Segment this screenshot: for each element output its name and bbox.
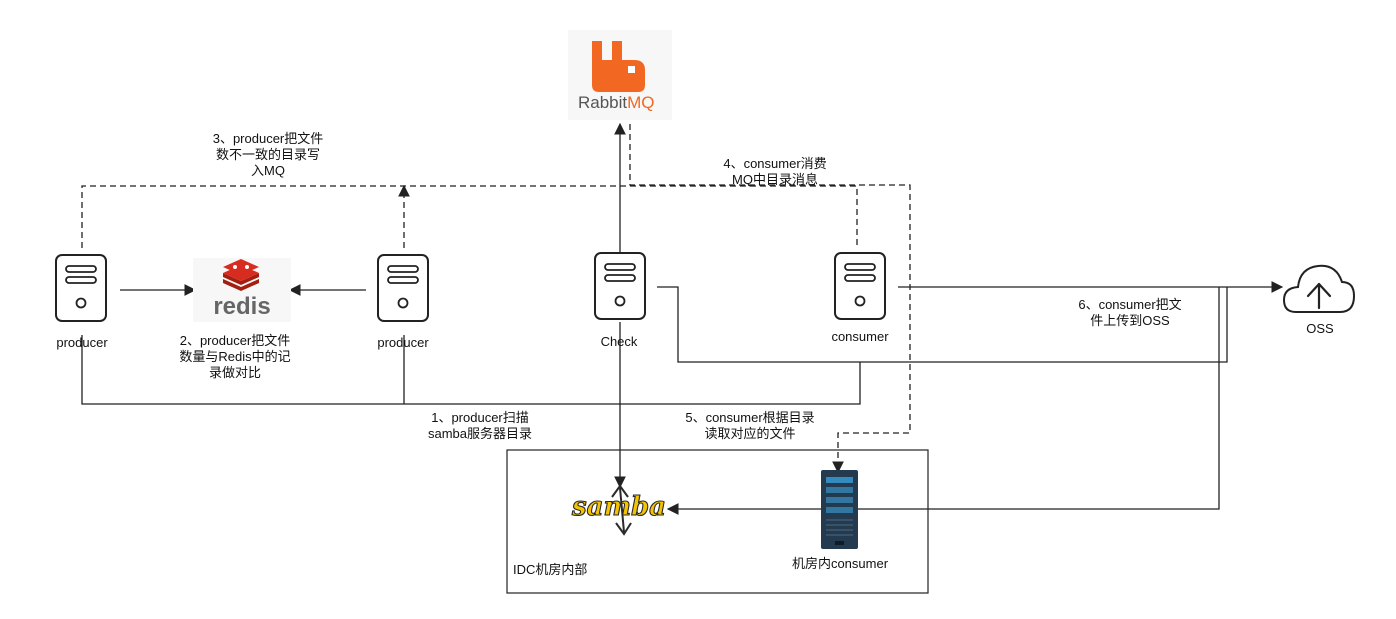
idc-consumer-rack-icon [821, 470, 858, 549]
oss-cloud-icon [1282, 264, 1356, 313]
step-2-label: 2、producer把文件 数量与Redis中的记 录做对比 [179, 333, 291, 380]
samba-logo: samba [570, 484, 667, 536]
redis-wordmark: redis [213, 293, 270, 320]
oss-label: OSS [1306, 321, 1334, 336]
step-6-label: 6、consumer把文 件上传到OSS [1078, 297, 1182, 328]
idc-room-box [506, 449, 929, 594]
step-5-label: 5、consumer根据目录 读取对应的文件 [685, 410, 815, 441]
consumer-label: consumer [831, 329, 889, 344]
check-label: Check [600, 334, 638, 349]
producer-right-server-icon [377, 254, 429, 322]
idc-room-label: IDC机房内部 [513, 562, 588, 577]
samba-wordmark: samba [571, 492, 666, 522]
step-4-label: 4、consumer消费 MQ中目录消息 [723, 156, 827, 187]
step-1-label: 1、producer扫描 samba服务器目录 [427, 410, 533, 441]
idc-consumer-to-oss-connector [869, 287, 1220, 510]
producer-to-mq-dashed [81, 186, 858, 248]
scan-connector [81, 335, 861, 405]
step-3-label: 3、producer把文件 数不一致的目录写 入MQ [212, 131, 324, 178]
mq-to-consumer-dashed [629, 124, 911, 474]
rabbitmq-logo: RabbitMQ [568, 30, 672, 120]
consumer-server-icon [834, 252, 886, 320]
redis-logo: redis [193, 258, 291, 322]
producer-left-label: producer [56, 335, 108, 350]
rabbitmq-wordmark-mq: MQ [627, 93, 654, 112]
producer-right-label: producer [377, 335, 429, 350]
check-to-oss-connector [657, 286, 1228, 363]
check-server-icon [594, 252, 646, 320]
producer-left-server-icon [55, 254, 107, 322]
rabbitmq-wordmark-rabbit: Rabbit [578, 93, 627, 112]
idc-consumer-label: 机房内consumer [791, 556, 889, 571]
svg-text:RabbitMQ: RabbitMQ [578, 93, 655, 112]
